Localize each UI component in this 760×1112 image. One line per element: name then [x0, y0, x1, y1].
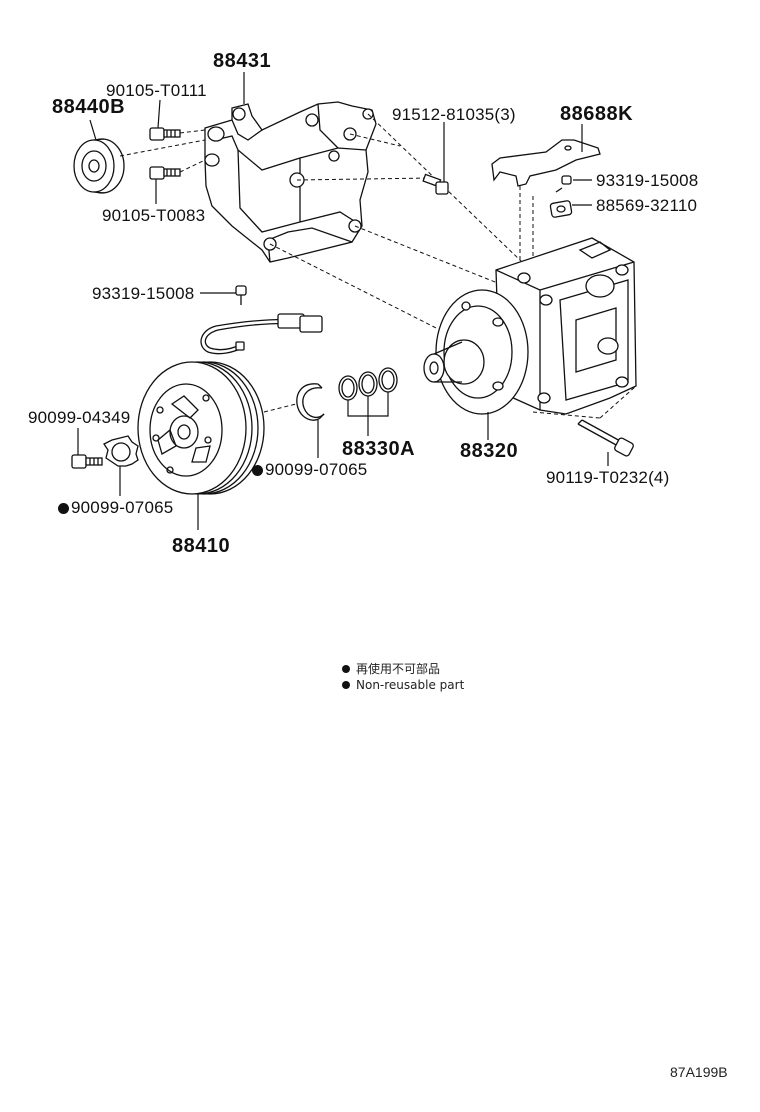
reference-code: 87A199B	[670, 1064, 728, 1080]
label-snap-ring-left-text: 90099-07065	[71, 498, 174, 517]
label-compressor[interactable]: 88320	[460, 440, 519, 462]
filled-circle-icon	[252, 465, 263, 476]
label-bolt-clutch[interactable]: 90099-04349	[28, 408, 131, 427]
label-stud-bolt[interactable]: 91512-81035(3)	[392, 105, 516, 124]
filled-circle-icon	[58, 503, 69, 514]
snap-ring-left-drawing	[103, 435, 139, 467]
label-clamp[interactable]: 88569-32110	[596, 196, 698, 215]
bracket-drawing	[204, 101, 377, 263]
legend-english-text: Non-reusable part	[356, 678, 465, 692]
snap-ring-right-drawing	[296, 383, 325, 421]
label-mount-bolt[interactable]: 90119-T0232(4)	[546, 468, 670, 487]
label-snap-ring-right-text: 90099-07065	[265, 460, 368, 479]
clutch-assembly-drawing	[137, 361, 265, 495]
legend-japanese: 再使用不可部品	[342, 660, 440, 677]
coil-wire-drawing	[200, 313, 323, 355]
filled-circle-icon	[342, 681, 350, 689]
clamp-drawing	[549, 200, 573, 218]
clamp-screw-left-drawing	[235, 285, 247, 305]
label-clutch-assy[interactable]: 88410	[172, 535, 231, 557]
mount-bolt-drawing	[577, 419, 634, 457]
bolt-lower-drawing	[149, 166, 181, 180]
label-bracket[interactable]: 88431	[213, 50, 272, 72]
legend-japanese-text: 再使用不可部品	[356, 662, 441, 676]
compressor-drawing	[423, 237, 637, 415]
legend-english: Non-reusable part	[342, 678, 464, 692]
label-o-rings[interactable]: 88330A	[342, 438, 416, 460]
label-bolt-lower[interactable]: 90105-T0083	[102, 206, 206, 225]
bolt-upper-drawing	[149, 127, 181, 141]
filled-circle-icon	[342, 665, 350, 673]
leader-lines	[77, 72, 609, 530]
label-clamp-screw-left[interactable]: 93319-15008	[92, 284, 195, 303]
bolt-clutch-drawing	[71, 454, 103, 469]
label-snap-ring-right[interactable]: 90099-07065	[252, 460, 367, 480]
label-clamp-screw-right[interactable]: 93319-15008	[596, 171, 699, 190]
label-idler-pulley[interactable]: 88440B	[52, 96, 126, 118]
stud-bolt-drawing	[422, 173, 449, 195]
label-snap-ring-left[interactable]: 90099-07065	[58, 498, 173, 518]
wire-bracket-drawing	[491, 139, 601, 187]
label-wire-bracket[interactable]: 88688K	[560, 103, 634, 125]
clamp-screw-right-drawing	[555, 175, 572, 193]
idler-pulley-drawing	[73, 138, 125, 194]
label-bolt-upper[interactable]: 90105-T0111	[106, 81, 207, 100]
